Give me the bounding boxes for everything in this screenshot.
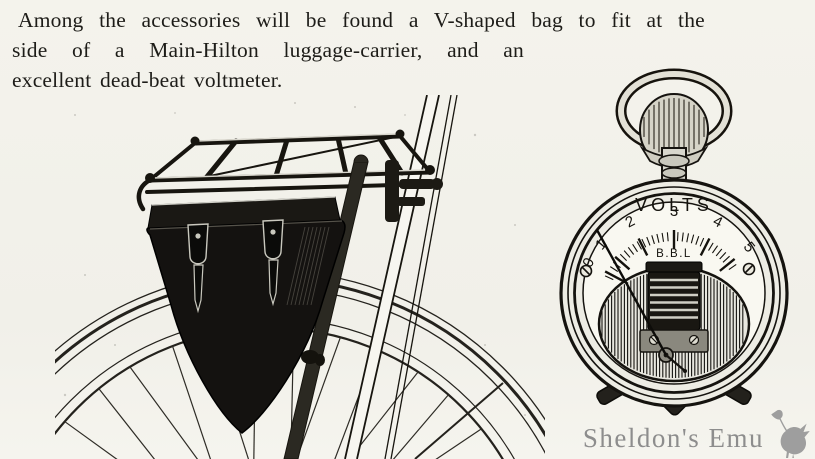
voltmeter-bow-and-crown	[615, 68, 733, 185]
intro-paragraph: Among the accessories will be found a V-…	[12, 5, 705, 95]
bag-strap	[187, 223, 209, 314]
paragraph-line: Among the accessories will be found a V-…	[18, 8, 705, 32]
voltmeter-needle	[595, 229, 668, 356]
thin-stay	[384, 95, 452, 459]
emu-icon	[771, 409, 810, 458]
watermark-text: Sheldon's Emu	[582, 423, 764, 453]
paragraph-line: side of a Main-Hilton luggage-carrier, a…	[12, 38, 524, 62]
luggage-bag-figure	[55, 95, 545, 459]
maker-label: B.B.L	[656, 248, 692, 260]
paragraph-line: excellent dead-beat voltmeter.	[12, 68, 283, 92]
watermark: Sheldon's Emu	[583, 406, 811, 458]
volts-label: VOLTS	[635, 195, 713, 215]
svg-text:3: 3	[670, 203, 678, 220]
scale-ticks	[604, 230, 737, 284]
carrier-stay-and-clamp	[283, 154, 443, 459]
dial-screws	[579, 262, 756, 278]
clamp-bolt	[399, 179, 435, 189]
v-shaped-bag	[146, 196, 346, 434]
scan-noise	[63, 102, 526, 416]
wing-nut	[301, 350, 319, 364]
movement-bracket	[639, 329, 709, 353]
bag-strap	[262, 219, 284, 307]
rack-front-hoop	[136, 176, 155, 212]
